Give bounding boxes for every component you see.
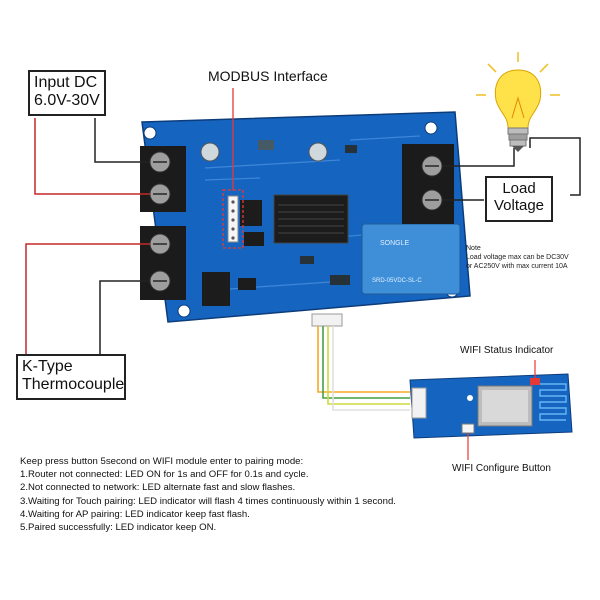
- note-line-3: or AC250V with max current 10A: [466, 263, 568, 271]
- thermocouple-label-line2: Thermocouple: [22, 376, 125, 394]
- note-title: Note: [466, 245, 481, 252]
- input-dc-label-line2: 6.0V-30V: [34, 92, 100, 110]
- modbus-header: [222, 88, 244, 249]
- load-wires: [442, 137, 581, 201]
- relay-brand: SONGLE: [380, 240, 410, 247]
- load-voltage-note: Note Load voltage max can be DC30V or AC…: [466, 244, 569, 271]
- wifi-configure-button-label: WIFI Configure Button: [452, 463, 551, 474]
- input-dc-label: Input DC 6.0V-30V: [28, 70, 106, 116]
- input-dc-wires: [34, 118, 150, 195]
- controller-board: SONGLE SRD-05VDC-SL-C: [141, 111, 471, 327]
- modbus-interface-label: MODBUS Interface: [208, 68, 328, 84]
- thermocouple-label: K-Type Thermocouple: [16, 354, 126, 400]
- instructions-heading: Keep press button 5second on WIFI module…: [20, 456, 304, 467]
- instruction-item: 4.Waiting for AP pairing: LED indicator …: [20, 508, 250, 520]
- load-voltage-label: Load Voltage: [485, 176, 553, 222]
- light-bulb-icon: [476, 52, 560, 152]
- wifi-callout-lines: [467, 360, 536, 460]
- instruction-item: 2.Not connected to network: LED alternat…: [20, 482, 296, 494]
- instruction-item: 5.Paired successfully: LED indicator kee…: [20, 522, 217, 534]
- instruction-item: 1.Router not connected: LED ON for 1s an…: [20, 469, 309, 481]
- thermocouple-wires: [25, 243, 150, 355]
- instruction-item: 3.Waiting for Touch pairing: LED indicat…: [20, 495, 396, 507]
- relay-model: SRD-05VDC-SL-C: [372, 278, 422, 284]
- load-voltage-label-line2: Voltage: [493, 197, 545, 215]
- wifi-status-indicator-label: WIFI Status Indicator: [460, 345, 554, 356]
- wifi-ribbon-wires: [317, 326, 410, 411]
- input-terminal-block: [140, 146, 186, 212]
- load-terminal-block: [402, 144, 454, 224]
- thermocouple-terminal-block: [140, 226, 186, 300]
- pairing-instructions: Keep press button 5second on WIFI module…: [20, 455, 580, 534]
- load-voltage-label-line1: Load: [502, 180, 536, 197]
- input-dc-label-line1: Input DC: [34, 74, 98, 91]
- note-line-2: Load voltage max can be DC30V: [466, 254, 569, 262]
- thermocouple-label-line1: K-Type: [22, 358, 73, 375]
- wifi-module: [409, 373, 573, 439]
